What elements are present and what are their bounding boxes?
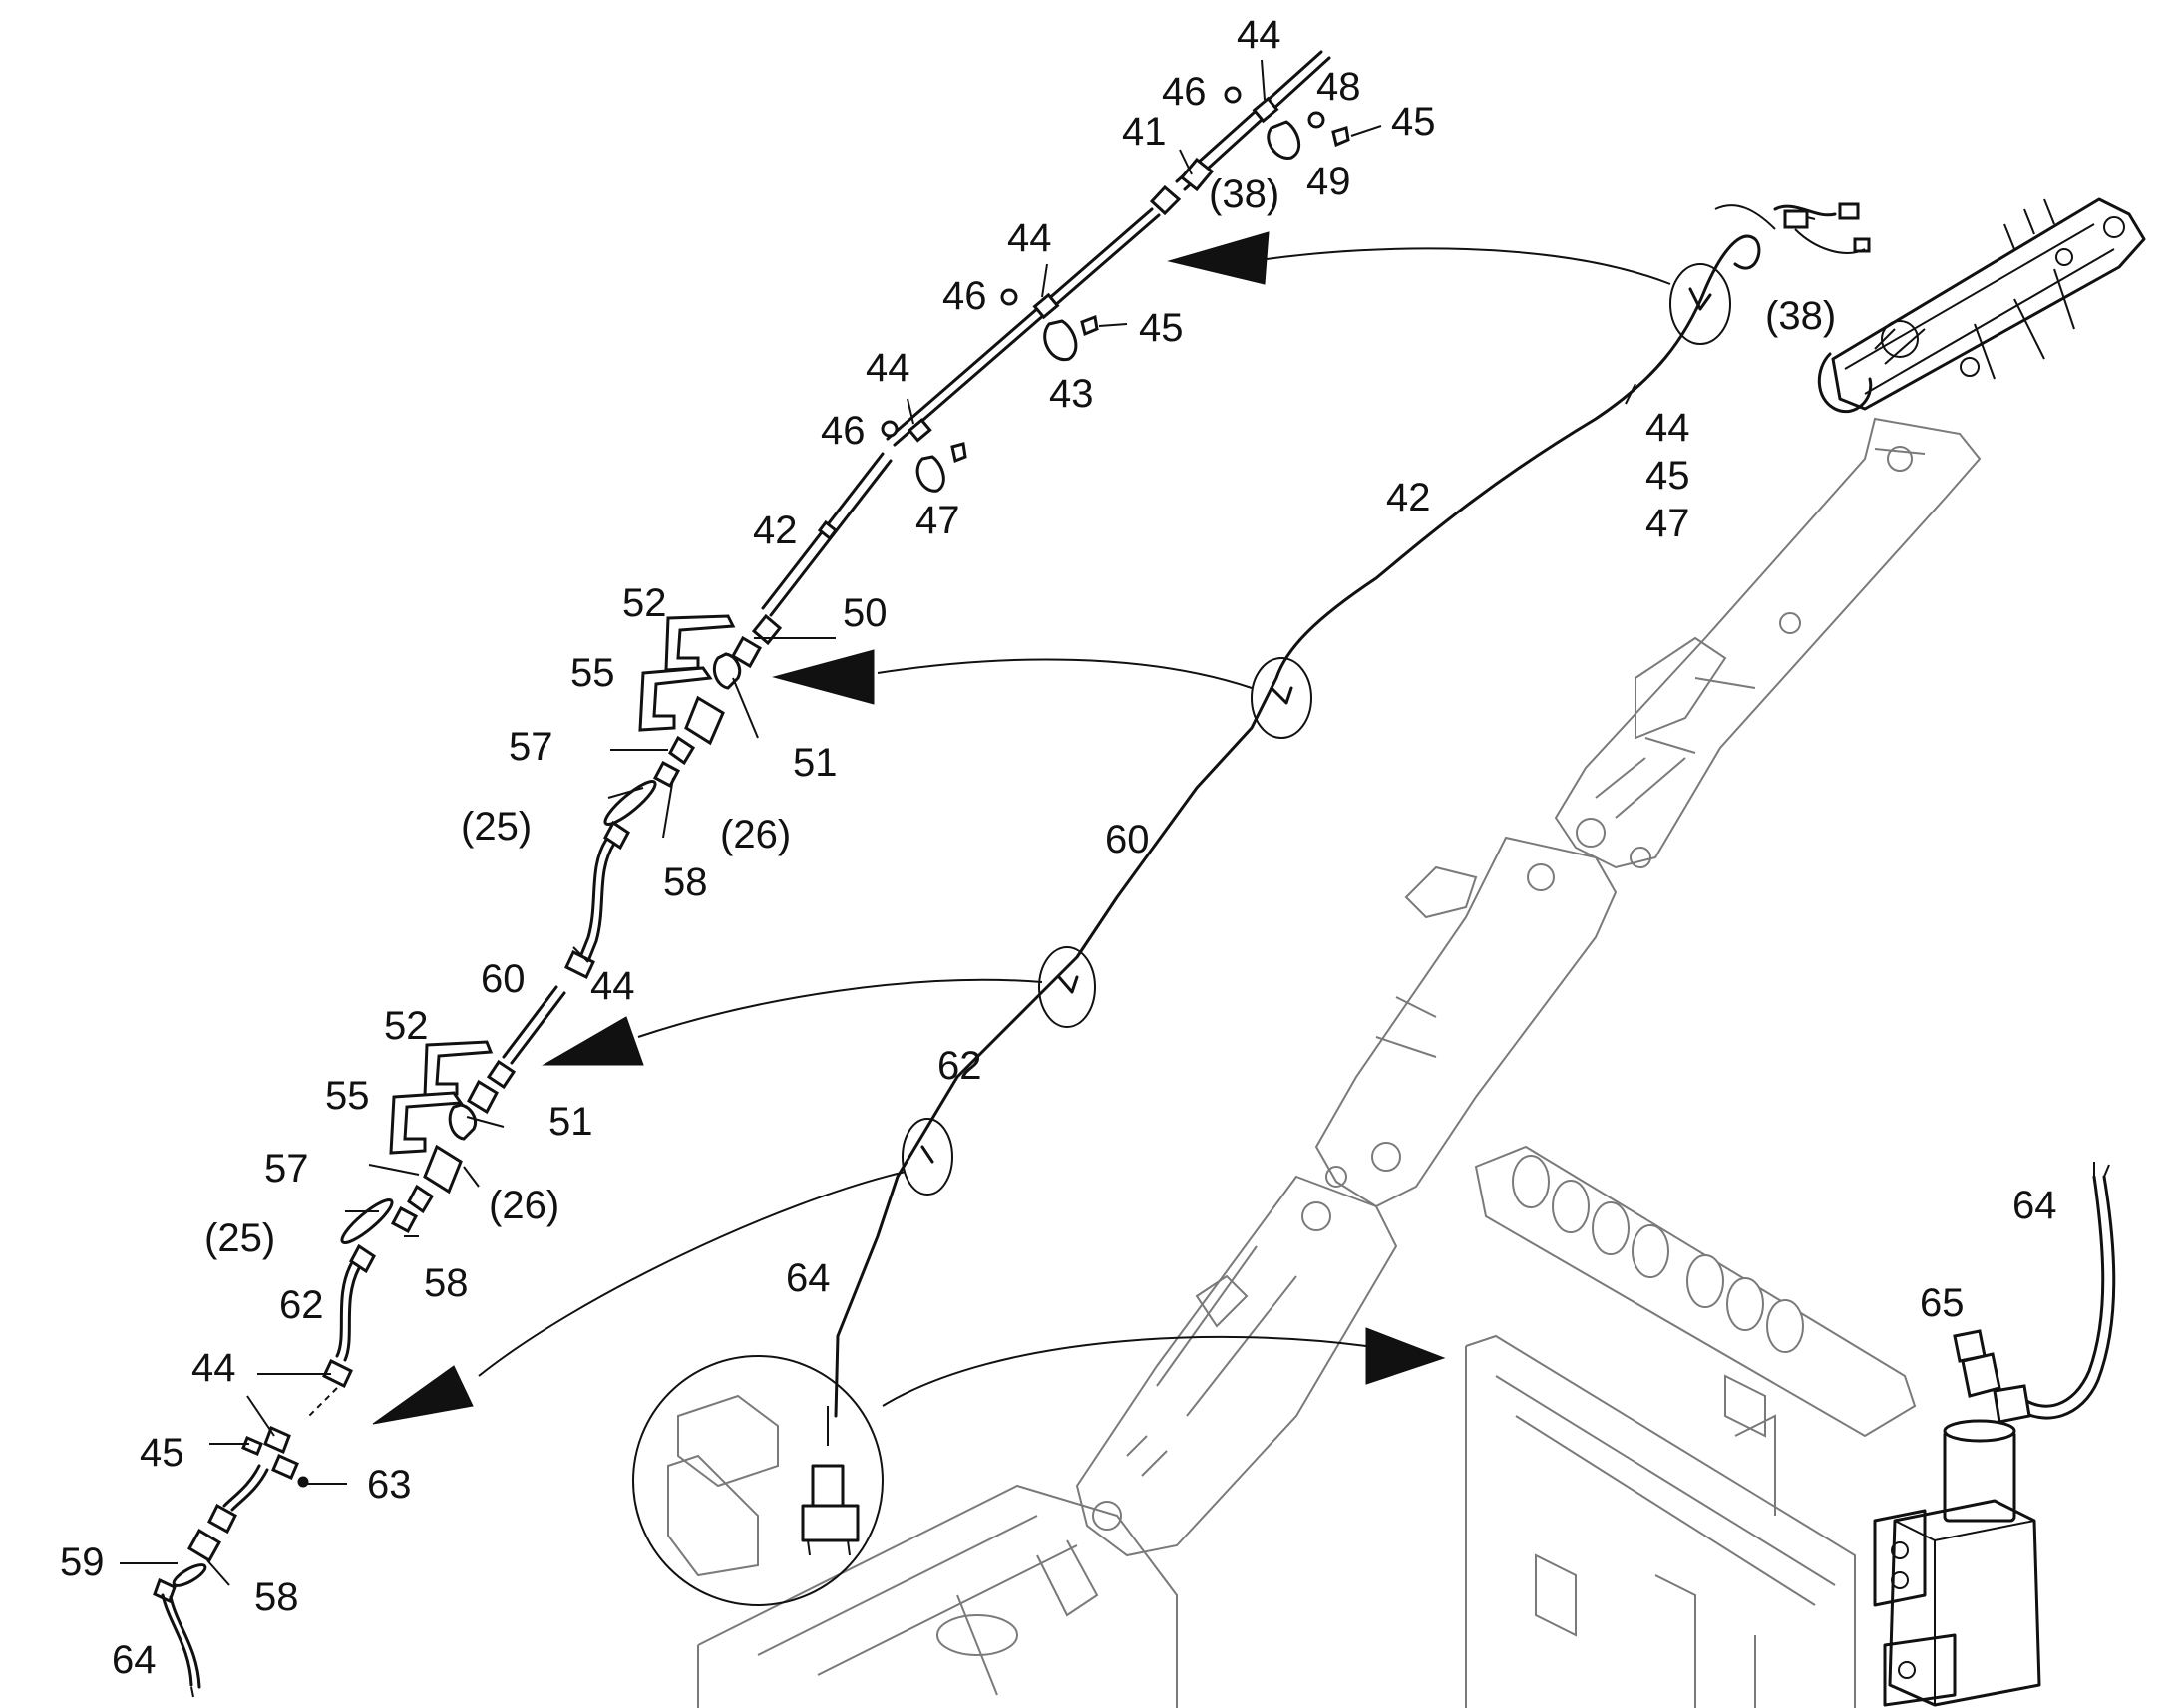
upper-boom-arm — [1817, 197, 2146, 414]
callout-51: 51 — [548, 1100, 593, 1144]
tank-return-hose — [1993, 1162, 2116, 1424]
callout-49: 49 — [1306, 160, 1351, 203]
callout-42: 42 — [753, 509, 798, 552]
callout-58: 58 — [663, 860, 708, 904]
callout-38: (38) — [1765, 294, 1836, 338]
detail-circle-valve — [632, 1355, 884, 1606]
callout-57: 57 — [264, 1147, 309, 1191]
callout-38: (38) — [1209, 172, 1279, 216]
callout-64: 64 — [2012, 1184, 2057, 1227]
callout-45: 45 — [1645, 454, 1690, 498]
callout-25: (25) — [204, 1216, 275, 1260]
arrow-to-upper-fitting — [772, 649, 875, 705]
arrow-to-hydraulic-tank — [1365, 1327, 1446, 1385]
callout-64: 64 — [112, 1638, 157, 1682]
callout-60: 60 — [1105, 818, 1150, 861]
callout-51: 51 — [793, 741, 838, 785]
arrows — [372, 231, 1671, 1425]
callout-55: 55 — [325, 1074, 370, 1118]
callout-46: 46 — [1162, 70, 1207, 114]
callout-43: 43 — [1049, 372, 1094, 416]
callout-44: 44 — [1645, 406, 1690, 450]
exploded-hose-assembly — [153, 50, 1382, 1698]
callout-45: 45 — [1391, 100, 1436, 144]
callout-52: 52 — [384, 1004, 429, 1048]
callout-labels: 44 46 48 45 41 (38) 49 44 46 45 43 44 46… — [60, 13, 2057, 1682]
callout-58: 58 — [254, 1575, 299, 1619]
hydraulic-manifold — [1474, 1145, 1917, 1438]
callout-45: 45 — [1139, 306, 1184, 350]
callout-46: 46 — [942, 274, 987, 318]
machine-boom-assembly — [697, 197, 2146, 1708]
chassis-frame — [697, 1484, 1178, 1708]
callout-25: (25) — [461, 805, 532, 849]
callout-44: 44 — [1007, 216, 1052, 260]
callout-52: 52 — [622, 581, 667, 625]
boom-hose-route — [834, 202, 1871, 1418]
callout-45: 45 — [140, 1431, 184, 1475]
callout-26: (26) — [489, 1184, 559, 1227]
callout-57: 57 — [509, 725, 553, 769]
callout-59: 59 — [60, 1540, 105, 1584]
arrow-to-top-assembly — [1167, 231, 1270, 285]
callout-62: 62 — [937, 1044, 982, 1088]
leader-lines — [120, 59, 1636, 1586]
callout-47: 47 — [915, 499, 960, 542]
lower-boom-arm — [1075, 1175, 1398, 1557]
callout-42: 42 — [1386, 476, 1431, 519]
callout-64: 64 — [786, 1256, 831, 1300]
detail-marker-63 — [902, 1118, 953, 1196]
tank-frame — [1465, 1334, 1856, 1708]
callout-44: 44 — [1237, 13, 1281, 57]
callout-41: 41 — [1122, 110, 1167, 154]
callout-55: 55 — [570, 651, 615, 695]
detail-marker-51 — [1038, 946, 1096, 1028]
valve-block — [1873, 1419, 2041, 1707]
detail-marker-38 — [1669, 263, 1731, 345]
callout-58: 58 — [424, 1261, 469, 1305]
elbow-fitting-65 — [1953, 1329, 2001, 1398]
callout-44: 44 — [191, 1346, 236, 1390]
middle-boom-arm — [1554, 417, 1982, 869]
callout-46: 46 — [821, 409, 866, 453]
arrow-to-lower-fitting — [542, 1016, 644, 1066]
callout-44: 44 — [866, 346, 910, 390]
callout-63: 63 — [367, 1463, 412, 1507]
callout-44: 44 — [590, 964, 635, 1008]
callout-48: 48 — [1316, 65, 1361, 109]
callout-50: 50 — [843, 591, 888, 635]
detail-marker-50 — [1251, 657, 1312, 739]
callout-47: 47 — [1645, 502, 1690, 545]
callout-65: 65 — [1920, 1281, 1965, 1325]
callout-60: 60 — [481, 957, 526, 1001]
callout-26: (26) — [720, 813, 791, 856]
arrow-to-bottom-fitting — [372, 1365, 474, 1425]
boom-knuckle-section — [1314, 836, 1618, 1208]
callout-62: 62 — [279, 1283, 324, 1327]
